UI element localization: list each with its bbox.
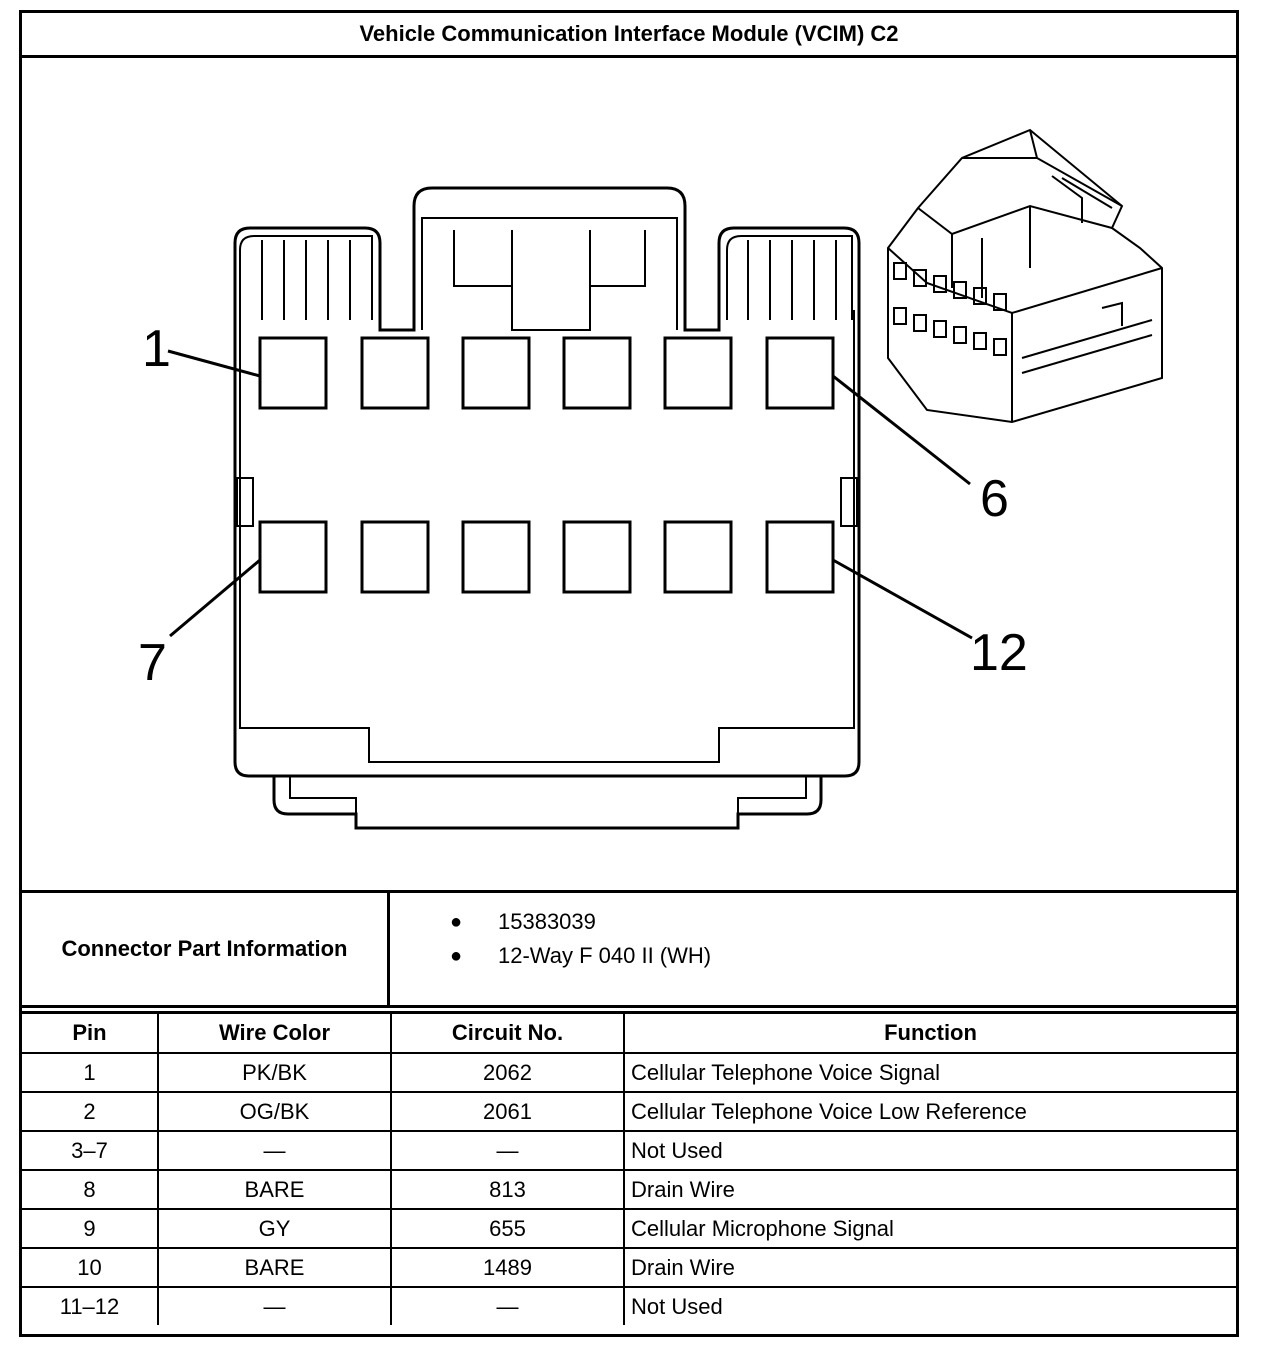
cell-pin: 11–12 <box>22 1286 159 1325</box>
connector-info-list: ● 15383039 ● 12-Way F 040 II (WH) <box>390 893 1236 1017</box>
connector-face-diagram: 1 6 7 12 <box>138 128 1163 830</box>
cell-circuit-no: 1489 <box>390 1247 625 1288</box>
cell-wire-color: — <box>157 1286 392 1325</box>
cell-function: Drain Wire <box>623 1169 1236 1210</box>
cell-circuit-no: — <box>390 1130 625 1171</box>
connector-drawing: 1 6 7 12 <box>22 58 1236 890</box>
header-wire-color: Wire Color <box>157 1011 392 1054</box>
cell-wire-color: — <box>157 1130 392 1171</box>
cell-pin: 3–7 <box>22 1130 159 1171</box>
cell-wire-color: GY <box>157 1208 392 1249</box>
list-item: ● 15383039 <box>390 905 1236 939</box>
connector-sheet: Vehicle Communication Interface Module (… <box>19 10 1239 1337</box>
connector-isometric-view <box>887 128 1163 424</box>
connector-description: 12-Way F 040 II (WH) <box>498 943 712 968</box>
list-item: ● 12-Way F 040 II (WH) <box>390 939 1236 973</box>
cell-pin: 1 <box>22 1052 159 1093</box>
cell-circuit-no: 2062 <box>390 1052 625 1093</box>
cell-circuit-no: 2061 <box>390 1091 625 1132</box>
cell-wire-color: PK/BK <box>157 1052 392 1093</box>
connector-info-label: Connector Part Information <box>22 893 390 1005</box>
bullet-icon: ● <box>450 911 463 933</box>
cell-wire-color: BARE <box>157 1169 392 1210</box>
part-number: 15383039 <box>498 909 596 934</box>
cell-function: Cellular Telephone Voice Low Reference <box>623 1091 1236 1132</box>
pin-callout-7: 7 <box>138 634 167 692</box>
cell-circuit-no: 655 <box>390 1208 625 1249</box>
table-row: 10 BARE 1489 Drain Wire <box>22 1247 1236 1288</box>
cell-pin: 2 <box>22 1091 159 1132</box>
bullet-icon: ● <box>450 945 463 967</box>
table-row: 8 BARE 813 Drain Wire <box>22 1169 1236 1210</box>
pin-callout-6: 6 <box>980 470 1009 528</box>
cell-pin: 10 <box>22 1247 159 1288</box>
table-row: 11–12 — — Not Used <box>22 1286 1236 1325</box>
table-row: 9 GY 655 Cellular Microphone Signal <box>22 1208 1236 1249</box>
cell-function: Not Used <box>623 1286 1236 1325</box>
cell-wire-color: OG/BK <box>157 1091 392 1132</box>
cell-pin: 9 <box>22 1208 159 1249</box>
header-circuit-no: Circuit No. <box>390 1011 625 1054</box>
cell-function: Not Used <box>623 1130 1236 1171</box>
header-pin: Pin <box>22 1011 159 1054</box>
connector-part-info: Connector Part Information ● 15383039 ● 12… <box>22 890 1236 1008</box>
table-row: 1 PK/BK 2062 Cellular Telephone Voice Si… <box>22 1052 1236 1093</box>
header-function: Function <box>623 1011 1236 1054</box>
cell-circuit-no: — <box>390 1286 625 1325</box>
pin-callout-1: 1 <box>142 320 171 378</box>
cell-function: Drain Wire <box>623 1247 1236 1288</box>
cell-wire-color: BARE <box>157 1247 392 1288</box>
table-row: 3–7 — — Not Used <box>22 1130 1236 1171</box>
cell-function: Cellular Microphone Signal <box>623 1208 1236 1249</box>
cell-pin: 8 <box>22 1169 159 1210</box>
cell-circuit-no: 813 <box>390 1169 625 1210</box>
page-title: Vehicle Communication Interface Module (… <box>22 13 1236 58</box>
pin-callout-12: 12 <box>970 624 1028 682</box>
table-header-row: Pin Wire Color Circuit No. Function <box>22 1011 1236 1054</box>
cell-function: Cellular Telephone Voice Signal <box>623 1052 1236 1093</box>
pinout-table: Pin Wire Color Circuit No. Function 1 PK… <box>22 1011 1236 1325</box>
table-row: 2 OG/BK 2061 Cellular Telephone Voice Lo… <box>22 1091 1236 1132</box>
